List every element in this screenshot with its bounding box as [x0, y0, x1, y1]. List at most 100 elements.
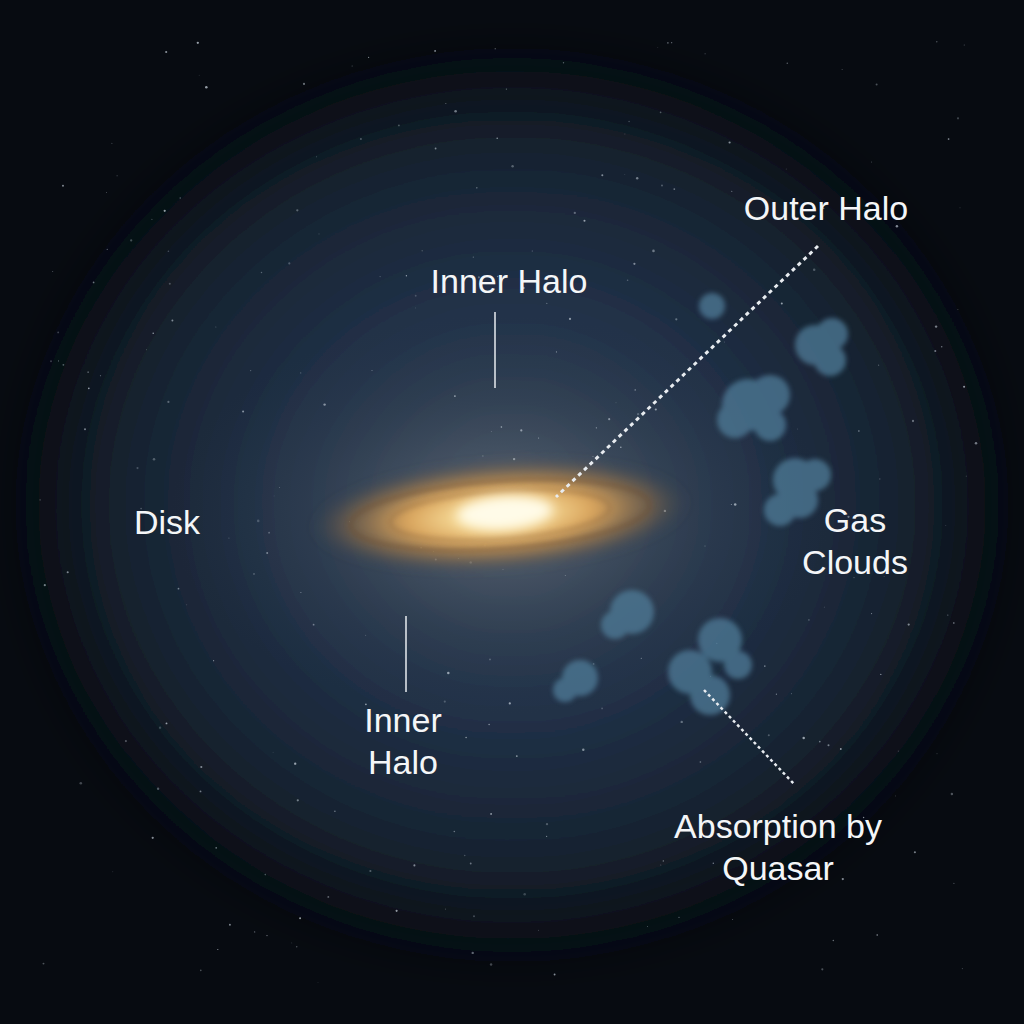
star-dot — [776, 694, 777, 695]
star-dot — [965, 475, 967, 477]
star-dot — [675, 318, 677, 320]
star-dot — [406, 275, 407, 276]
star-dot — [842, 878, 844, 880]
star-dot — [489, 659, 491, 661]
star-dot — [323, 403, 325, 405]
star-dot — [152, 837, 154, 839]
star-dot — [858, 430, 860, 432]
star-dot — [125, 740, 127, 742]
star-dot — [655, 408, 657, 410]
star-dot — [538, 437, 539, 438]
star-dot — [421, 250, 423, 252]
part-label: Inner Halo — [333, 699, 473, 783]
star-dot — [180, 197, 181, 198]
star-dot — [62, 364, 64, 366]
star-dot — [470, 863, 472, 865]
star-dot — [453, 831, 455, 833]
star-dot — [198, 74, 200, 76]
star-dot — [186, 604, 187, 605]
part-label: Absorption by Quasar — [648, 805, 908, 889]
star-dot — [167, 401, 169, 403]
star-dot — [257, 520, 260, 523]
star-dot — [637, 413, 639, 415]
star-dot — [300, 372, 301, 373]
star-dot — [52, 271, 53, 272]
star-dot — [833, 940, 835, 942]
star-dot — [215, 326, 217, 328]
star-dot — [264, 874, 266, 876]
star-dot — [300, 592, 301, 593]
star-dot — [371, 370, 373, 372]
star-dot — [107, 249, 108, 250]
star-dot — [876, 84, 878, 86]
star-dot — [840, 748, 842, 750]
star-dot — [593, 663, 595, 665]
star-dot — [615, 402, 617, 404]
star-dot — [472, 952, 474, 954]
star-dot — [797, 428, 799, 430]
star-dot — [951, 793, 953, 795]
star-dot — [635, 389, 636, 390]
star-dot — [732, 919, 734, 921]
star-dot — [582, 748, 584, 750]
star-dot — [444, 701, 446, 703]
star-dot — [963, 44, 965, 46]
star-dot — [563, 62, 564, 63]
star-dot — [488, 724, 489, 725]
star-dot — [633, 263, 635, 265]
star-dot — [414, 307, 416, 309]
star-dot — [908, 623, 910, 625]
star-dot — [152, 332, 154, 334]
star-dot — [898, 751, 899, 752]
star-dot — [678, 917, 679, 918]
star-dot — [813, 269, 816, 272]
star-dot — [445, 102, 447, 104]
star-dot — [169, 283, 171, 285]
star-dot — [646, 926, 648, 928]
star-dot — [205, 86, 208, 89]
star-dot — [957, 117, 959, 119]
star-dot — [490, 963, 492, 965]
star-dot — [369, 870, 371, 872]
star-dot — [379, 276, 380, 277]
star-dot — [592, 455, 594, 457]
star-dot — [476, 187, 478, 189]
star-dot — [546, 823, 548, 825]
star-dot — [253, 573, 255, 575]
star-dot — [106, 191, 108, 193]
star-dot — [975, 442, 978, 445]
star-dot — [624, 133, 626, 135]
star-dot — [729, 141, 731, 143]
star-dot — [936, 41, 937, 42]
star-dot — [734, 503, 737, 506]
star-dot — [44, 584, 46, 586]
star-dot — [786, 62, 788, 64]
star-dot — [43, 963, 45, 965]
star-dot — [151, 219, 152, 220]
star-dot — [57, 331, 59, 333]
star-dot — [554, 974, 556, 976]
star-dot — [538, 929, 540, 931]
star-dot — [705, 53, 706, 54]
star-dot — [781, 302, 783, 304]
star-dot — [136, 467, 138, 469]
star-dot — [516, 755, 518, 757]
star-dot — [501, 426, 503, 428]
star-dot — [511, 165, 513, 167]
star-dot — [213, 660, 214, 661]
star-dot — [272, 751, 274, 753]
star-dot — [434, 50, 436, 52]
star-dot — [914, 851, 916, 853]
star-dot — [254, 931, 255, 932]
star-dot — [802, 737, 804, 739]
star-dot — [596, 427, 597, 428]
star-dot — [790, 693, 792, 695]
star-dot — [490, 430, 492, 432]
star-dot — [764, 665, 766, 667]
star-dot — [447, 672, 450, 675]
star-dot — [878, 365, 879, 366]
star-dot — [197, 42, 199, 44]
star-dot — [62, 185, 64, 187]
star-dot — [700, 761, 702, 763]
star-dot — [303, 83, 305, 85]
